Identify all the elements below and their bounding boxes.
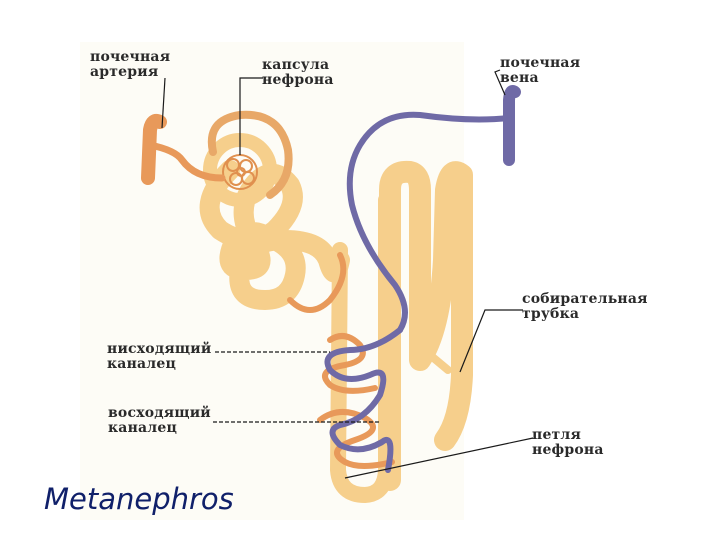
collecting-duct-shape — [379, 160, 473, 491]
loop-leader — [344, 437, 534, 479]
label-nephron-capsule: капсула нефрона — [262, 57, 334, 88]
convoluted-tubule-shape — [199, 160, 350, 310]
nephron-loop-shape — [329, 192, 394, 504]
renal-vein-leader — [494, 69, 506, 96]
label-collecting-duct: собирательная трубка — [522, 291, 648, 322]
label-ascending-tubule: восходящий каналец — [108, 405, 211, 436]
caption-title: Metanephros — [44, 482, 234, 516]
renal-artery-shape — [141, 114, 226, 185]
renal-artery-leader — [161, 77, 166, 129]
collecting-duct-leader — [459, 309, 523, 373]
label-nephron-loop: петля нефрона — [532, 427, 604, 458]
renal-vein-shape — [324, 85, 521, 473]
orange-tubule-coils — [287, 252, 395, 469]
label-descending-tubule: нисходящий каналец — [107, 341, 212, 372]
capsule-leader — [239, 77, 263, 155]
label-renal-artery: почечная артерия — [90, 49, 171, 80]
label-renal-vein: почечная вена — [500, 55, 581, 86]
leader-lines — [161, 69, 534, 479]
